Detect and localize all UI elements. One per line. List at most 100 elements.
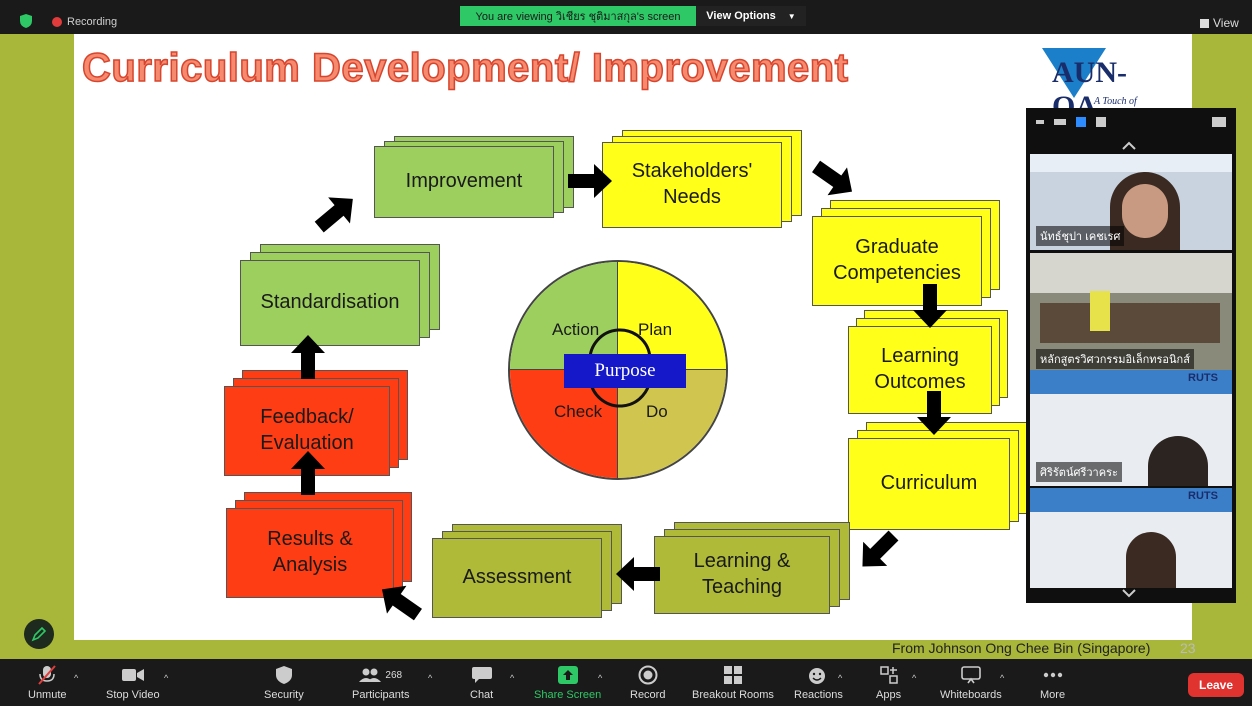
pdca-cycle: Action Plan Check Do [508,260,728,480]
video-camera-icon [121,669,144,681]
recording-dot-icon [52,17,62,27]
chevron-up-icon[interactable]: ^ [510,673,515,683]
view-button[interactable]: View [1200,16,1239,30]
step-stakeholders-needs: Stakeholders' Needs [602,130,802,228]
tile-header-label: RUTS [1188,372,1218,384]
apps-label: Apps [876,689,902,701]
apps-button[interactable]: Apps [876,659,901,706]
chevron-down-icon[interactable] [1121,588,1137,598]
cycle-label-action: Action [552,320,600,339]
arrow-up-right-icon [314,197,353,233]
view-options-button[interactable]: View Options ▼ [696,6,806,26]
chevron-up-icon[interactable]: ^ [1000,673,1005,683]
minimize-icon[interactable] [1036,120,1044,124]
breakout-rooms-button[interactable]: Breakout Rooms [692,659,774,706]
shield-icon[interactable] [20,14,32,28]
cycle-label-do: Do [646,402,668,421]
record-label: Record [630,689,666,701]
step-assessment: Assessment [432,524,622,618]
stop-video-label: Stop Video [106,689,160,701]
gallery-grid-icon[interactable] [1096,117,1106,127]
participant-name: หลักสูตรวิศวกรรมอิเล็กทรอนิกส์ [1036,349,1194,369]
whiteboards-button[interactable]: Whiteboards [940,659,1002,706]
cycle-label-plan: Plan [638,320,673,339]
arrow-down-left-icon [862,530,899,567]
chevron-up-icon[interactable]: ^ [838,673,843,683]
recording-label: Recording [67,16,118,28]
quadrant-check [510,370,618,478]
logo-mark-icon [1042,48,1106,98]
step-label: Assessment [432,538,602,618]
arrow-up-left-icon [381,585,423,621]
viewing-banner: You are viewing วิเชียร ชุติมาสกุล's scr… [460,6,696,26]
chevron-up-icon[interactable]: ^ [912,673,917,683]
arrow-up-icon [291,335,325,379]
chevron-up-icon[interactable]: ^ [428,673,433,683]
arrow-down-icon [913,284,947,328]
chevron-down-icon: ▼ [787,11,796,21]
step-label: Stakeholders' Needs [602,142,782,228]
chevron-up-icon[interactable]: ^ [74,673,79,683]
step-learning-teaching: Learning & Teaching [654,522,850,614]
participant-name: ศิริรัตน์ศรีวาคระ [1036,462,1122,482]
chevron-up-icon[interactable] [1121,141,1137,151]
video-gallery-panel[interactable]: นัทธ์ชุปา เคชเรศ หลักสูตรวิศวกรรมอิเล็กท… [1026,108,1236,603]
security-shield-icon [275,666,292,684]
step-label: Results & Analysis [226,508,394,598]
video-tile[interactable]: หลักสูตรวิศวกรรมอิเล็กทรอนิกส์ [1030,253,1232,373]
step-label: Learning Outcomes [848,326,992,414]
apps-icon [879,666,898,684]
breakout-rooms-icon [723,666,742,684]
reactions-label: Reactions [794,689,843,701]
gallery-layout-bar [1026,108,1236,136]
chat-label: Chat [470,689,494,701]
security-button[interactable]: Security [264,659,304,706]
tile-header-label: RUTS [1188,490,1218,502]
participants-count: 268 [385,669,403,681]
video-tile[interactable]: นัทธ์ชุปา เคชเรศ [1030,154,1232,250]
video-tile[interactable]: RUTS [1030,488,1232,588]
whiteboards-label: Whiteboards [940,689,1002,701]
share-screen-icon [557,666,578,684]
record-icon [638,665,658,685]
meeting-top-bar: Recording You are viewing วิเชียร ชุติมา… [0,0,1252,34]
record-button[interactable]: Record [630,659,665,706]
arrow-up-icon [291,451,325,495]
microphone-muted-icon [38,665,57,685]
arrow-down-right-icon [811,160,853,196]
stop-video-button[interactable]: Stop Video [106,659,160,706]
step-label: Learning & Teaching [654,536,830,614]
step-learning-outcomes: Learning Outcomes [848,310,1008,414]
meeting-toolbar: Unmute ^ Stop Video ^ Security 268 Parti… [0,659,1252,706]
view-options-label: View Options [706,10,776,22]
participants-button[interactable]: 268 Participants [352,659,409,706]
participants-label: Participants [352,689,410,701]
cycle-label-check: Check [554,402,603,421]
step-standardisation: Standardisation [240,244,440,346]
aun-qa-logo: AUN-QA A Touch of Quality [1042,48,1162,123]
step-improvement: Improvement [374,136,574,218]
shared-slide: Curriculum Development/ Improvement AUN-… [74,34,1196,656]
annotate-pencil-button[interactable] [24,619,54,649]
slide-title: Curriculum Development/ Improvement [81,45,849,91]
speaker-view-icon[interactable] [1054,119,1066,125]
more-button[interactable]: More [1040,659,1065,706]
arrow-right-icon [568,164,612,198]
quadrant-plan [618,262,726,370]
chevron-up-icon[interactable]: ^ [598,673,603,683]
more-label: More [1040,689,1066,701]
leave-button[interactable]: Leave [1188,673,1244,697]
chat-button[interactable]: Chat [470,659,493,706]
pop-out-icon[interactable] [1212,117,1226,127]
quadrant-action [510,262,618,370]
share-screen-button[interactable]: Share Screen [534,659,601,706]
reactions-smiley-icon [809,668,826,684]
unmute-button[interactable]: Unmute [28,659,67,706]
strip-view-icon[interactable] [1076,117,1086,127]
chevron-up-icon[interactable]: ^ [164,673,169,683]
reactions-button[interactable]: Reactions [794,659,843,706]
view-label: View [1213,16,1239,30]
pencil-icon [31,626,47,642]
participants-icon [359,668,382,682]
video-tile[interactable]: RUTS ศิริรัตน์ศรีวาคระ [1030,370,1232,486]
